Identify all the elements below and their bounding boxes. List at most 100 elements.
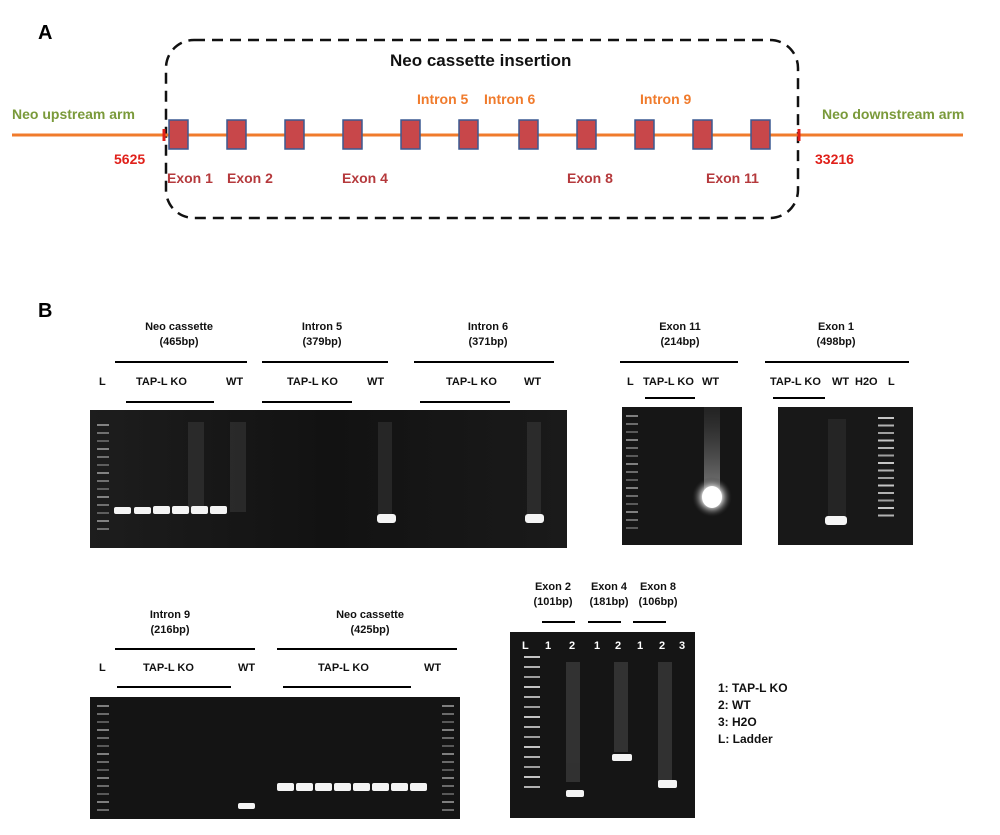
panel-b-label: B	[38, 300, 53, 322]
gel5-lane-1a: 1	[545, 640, 552, 652]
gel-image-1	[90, 410, 567, 548]
gel4-wt-label-2: WT	[424, 662, 442, 674]
ladder-band	[878, 477, 894, 479]
ladder-band	[97, 488, 109, 490]
ladder-band	[97, 785, 109, 787]
ladder-band	[626, 423, 638, 425]
ladder-band	[524, 756, 540, 758]
key-item-1: 1: TAP-L KO	[718, 681, 788, 695]
gel4-wt-label-1: WT	[238, 662, 256, 674]
gel3-ko-bar	[773, 397, 825, 399]
gel4-neo-title: Neo cassette(425bp)	[336, 609, 404, 636]
gel-image-4	[90, 697, 460, 819]
ladder-band	[878, 454, 894, 457]
ladder-band	[626, 479, 638, 481]
ladder-band	[878, 432, 894, 434]
gel1-wt-label-1: WT	[226, 376, 244, 388]
gel3-water-label: H2O	[855, 376, 878, 388]
gel4-ko-bar-2	[283, 686, 411, 688]
ladder-band	[524, 746, 540, 748]
ladder-band	[97, 456, 109, 458]
ladder-band	[442, 777, 454, 779]
ladder-band	[97, 705, 109, 707]
gel1-intron5-bar	[262, 361, 388, 363]
ladder-band	[626, 527, 638, 529]
gel5-lane-1b: 1	[594, 640, 601, 652]
ladder-band	[442, 713, 454, 715]
downstream-arm-label: Neo downstream arm	[822, 106, 965, 122]
gel2-wt-label: WT	[702, 376, 720, 388]
exon-box	[226, 119, 247, 150]
ladder-band	[626, 471, 638, 473]
gel4-neo-bar	[277, 648, 457, 650]
ladder-band	[442, 721, 454, 723]
gel4-ko-label-2: TAP-L KO	[318, 662, 369, 674]
key-item-3: 3: H2O	[718, 715, 757, 729]
ladder-band	[442, 801, 454, 803]
ladder-band	[878, 469, 894, 472]
gel5-lane-3: 3	[679, 640, 686, 652]
gel1-ko-bar-2	[262, 401, 352, 403]
upstream-arm-label: Neo upstream arm	[12, 106, 135, 122]
ladder-band	[524, 656, 540, 658]
gel1-intron6-title: Intron 6(371bp)	[467, 321, 509, 348]
gel1-ko-bar-1	[126, 401, 214, 403]
gel1-neo-bar	[115, 361, 247, 363]
ladder-band	[626, 439, 638, 441]
ladder-band	[524, 726, 540, 728]
ladder-band	[878, 417, 894, 419]
ladder-band	[97, 713, 109, 715]
ladder-band	[97, 721, 109, 723]
ladder-band	[442, 793, 454, 795]
gel2-ko-bar	[645, 397, 695, 399]
ladder-band	[97, 512, 109, 514]
intron-5-label: Intron 5	[417, 91, 469, 107]
gel2-bar	[620, 361, 738, 363]
ladder-band	[97, 729, 109, 731]
ladder-band	[524, 786, 540, 788]
exon-box	[400, 119, 421, 150]
gel4-ko-bar-1	[117, 686, 231, 688]
gel1-wt-label-2: WT	[367, 376, 385, 388]
ladder-band	[442, 761, 454, 763]
exon-box	[576, 119, 597, 150]
ladder-band	[97, 432, 109, 434]
gel3-bar	[765, 361, 909, 363]
ladder-band	[97, 801, 109, 803]
gel-image-3	[778, 407, 913, 545]
gel4-intron9-bar	[115, 648, 255, 650]
gene-diagram	[12, 38, 963, 220]
ladder-band	[97, 496, 109, 498]
ladder-band	[626, 415, 638, 417]
gel3-ko-label: TAP-L KO	[770, 376, 821, 388]
insertion-box	[164, 38, 800, 220]
end-coordinate: 33216	[815, 151, 854, 167]
ladder-band	[878, 484, 894, 487]
start-coordinate: 5625	[114, 151, 146, 167]
ladder-band	[626, 519, 638, 521]
gel1-neo-title: Neo cassette(465bp)	[145, 321, 213, 348]
ladder-band	[878, 514, 894, 517]
gel2-ladder-label: L	[627, 376, 634, 388]
ladder-band	[442, 737, 454, 739]
ladder-band	[524, 736, 540, 738]
ladder-band	[626, 495, 638, 497]
gel2-ko-label: TAP-L KO	[643, 376, 694, 388]
ladder-band	[626, 455, 638, 457]
gel1-intron5-title: Intron 5(379bp)	[301, 321, 343, 348]
gel5-exon4-bar	[588, 621, 621, 623]
gel2-title: Exon 11(214bp)	[659, 321, 701, 348]
ladder-band	[97, 528, 109, 530]
ladder-band	[524, 666, 540, 668]
gel1-ko-label-2: TAP-L KO	[287, 376, 338, 388]
gel3-wt-label: WT	[832, 376, 850, 388]
gel5-lane-2c: 2	[659, 640, 666, 652]
ladder-band	[524, 706, 540, 708]
intron-6-label: Intron 6	[484, 91, 536, 107]
gel5-exon8-title: Exon 8(106bp)	[638, 581, 678, 608]
insertion-title: Neo cassette insertion	[390, 51, 572, 70]
exon-box	[634, 119, 655, 150]
gel5-lane-l: L	[522, 640, 529, 652]
ladder-band	[524, 716, 540, 718]
ladder-band	[442, 769, 454, 771]
